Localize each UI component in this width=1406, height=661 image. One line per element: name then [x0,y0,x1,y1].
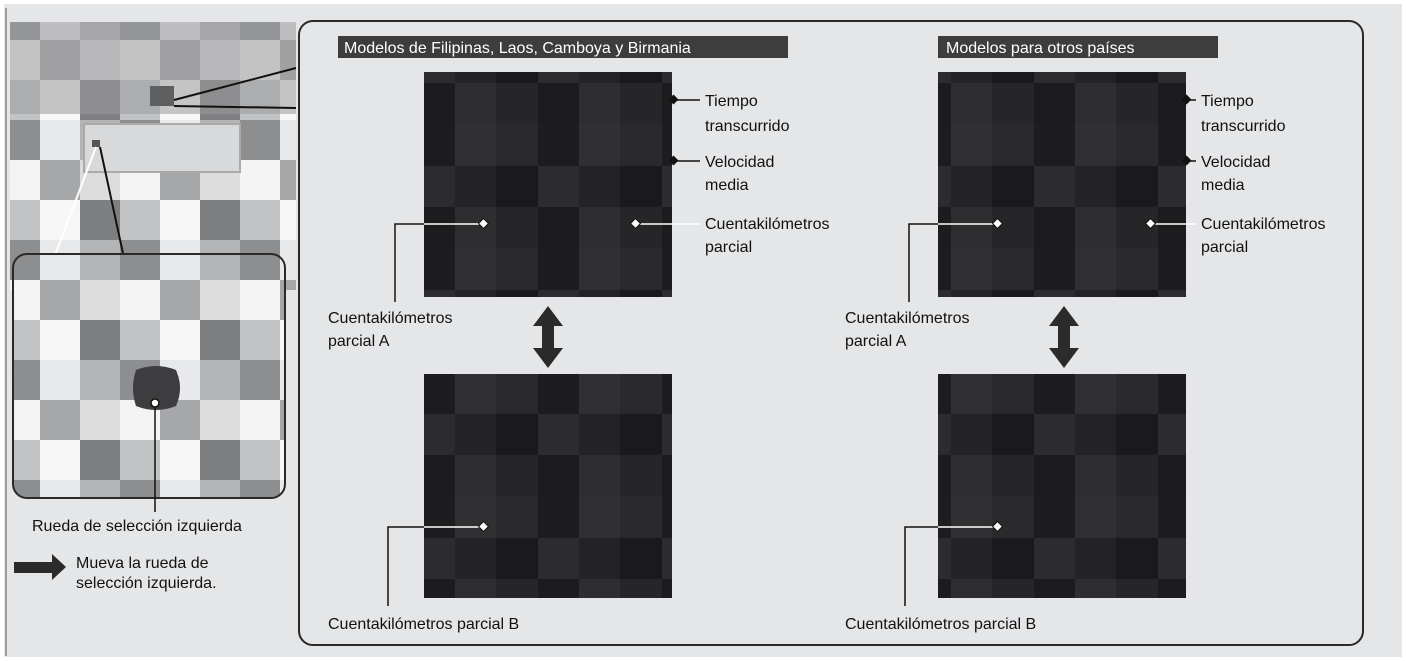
display-top [938,72,1186,297]
pointer-dot [1181,94,1192,105]
trip-a-label-2: parcial A [845,333,907,350]
section-header: Modelos de Filipinas, Laos, Camboya y Bi… [344,40,691,57]
zoom-line-left [53,146,97,259]
pointer-dot [477,217,490,230]
selector-wheel-marker [92,140,100,147]
display-top [424,72,672,297]
elapsed-label-2: transcurrido [705,118,790,135]
elapsed-label-2: transcurrido [1201,118,1286,135]
elapsed-label-1: Tiempo [1201,93,1254,110]
right-arrow-icon [14,554,66,580]
avg-label-1: Velocidad [1201,154,1270,171]
pointer-dot [991,520,1004,533]
pointer-line [904,526,938,606]
pointer-dot [1144,217,1157,230]
avg-label-2: media [1201,177,1245,194]
avg-label-2: media [705,177,749,194]
elapsed-label-1: Tiempo [705,93,758,110]
callout-line-lower [173,105,297,109]
steering-wheel-photo [10,22,296,290]
pointer-line [908,223,938,302]
wheel-pointer-dot [150,398,160,408]
callout-line-upper [173,67,297,101]
main-panel [298,20,1364,646]
section-other-countries: Modelos para otros países Tiempo transcu… [845,36,1326,633]
left-selector-wheel [133,366,180,410]
trip-label-1: Cuentakilómetros [1201,216,1326,233]
display-bottom [938,374,1186,598]
pointer-dot [1181,155,1192,166]
section-philippines: Modelos de Filipinas, Laos, Camboya y Bi… [328,36,830,633]
selector-wheel-inset [12,253,286,512]
section-header: Modelos para otros países [946,40,1135,57]
pointer-line [387,526,424,606]
pointer-dot [629,217,642,230]
display-bottom [424,374,672,598]
trip-label-2: parcial [1201,239,1248,256]
trip-label-2: parcial [705,239,752,256]
pointer-dot [991,217,1004,230]
up-down-arrow-icon [533,306,563,368]
section-header-box [938,36,1218,58]
avg-label-1: Velocidad [705,154,774,171]
zoom-line-right [99,146,125,259]
section-header-box [338,36,788,58]
up-down-arrow-icon [1049,306,1079,368]
trip-b-label: Cuentakilómetros parcial B [845,616,1036,633]
camera-button-icon [150,86,174,106]
trip-label-1: Cuentakilómetros [705,216,830,233]
pointer-dot [477,520,490,533]
wheel-label: Rueda de selección izquierda [32,518,242,535]
trip-b-label: Cuentakilómetros parcial B [328,616,519,633]
instruction-line-1: Mueva la rueda de [76,555,209,572]
instruction-line-2: selección izquierda. [76,575,217,592]
pointer-dot [668,94,679,105]
trip-a-label-2: parcial A [328,333,390,350]
trip-a-label-1: Cuentakilómetros [328,310,453,327]
trip-a-label-1: Cuentakilómetros [845,310,970,327]
pointer-line [394,223,424,302]
pointer-dot [668,155,679,166]
